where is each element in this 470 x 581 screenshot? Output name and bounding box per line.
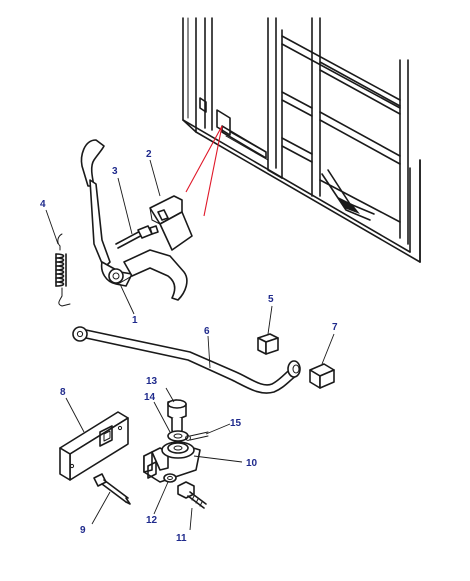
callout-15: 15 xyxy=(230,418,242,429)
callout-7: 7 xyxy=(332,322,338,333)
location-pointer xyxy=(185,125,223,217)
callout-1: 1 xyxy=(132,315,138,326)
pointer-line-upper xyxy=(185,125,223,193)
screw-pin xyxy=(93,473,131,505)
callout-12: 12 xyxy=(146,515,158,526)
callout-11: 11 xyxy=(176,533,187,544)
connecting-rod xyxy=(72,326,301,394)
pivot-pin-head xyxy=(167,399,187,434)
callout-4: 4 xyxy=(40,199,46,210)
callout-6: 6 xyxy=(204,326,210,337)
callout-2: 2 xyxy=(146,149,152,160)
bracket-plate xyxy=(149,195,193,251)
callout-5: 5 xyxy=(268,294,274,305)
pivot-pin xyxy=(115,225,159,249)
callout-13: 13 xyxy=(146,376,158,387)
callout-10: 10 xyxy=(246,458,258,469)
door-frame xyxy=(182,17,421,263)
callout-8: 8 xyxy=(60,387,66,398)
washer xyxy=(167,430,189,442)
spring-washer xyxy=(163,473,177,483)
callout-9: 9 xyxy=(80,525,86,536)
mounting-plate xyxy=(59,411,129,481)
return-spring xyxy=(55,233,71,307)
hex-bolt xyxy=(177,481,207,509)
pointer-line-lower xyxy=(203,125,223,217)
rubber-pad-large xyxy=(309,363,335,389)
split-pin xyxy=(185,431,209,441)
rubber-pad-small xyxy=(257,333,279,355)
callout-14: 14 xyxy=(144,392,156,403)
leader-lines xyxy=(45,159,335,531)
callout-labels: 1 2 3 4 5 6 7 8 9 10 11 12 13 14 15 xyxy=(40,149,338,544)
callout-3: 3 xyxy=(112,166,118,177)
pedal-lever xyxy=(80,139,188,301)
pivot-bracket xyxy=(143,441,201,483)
